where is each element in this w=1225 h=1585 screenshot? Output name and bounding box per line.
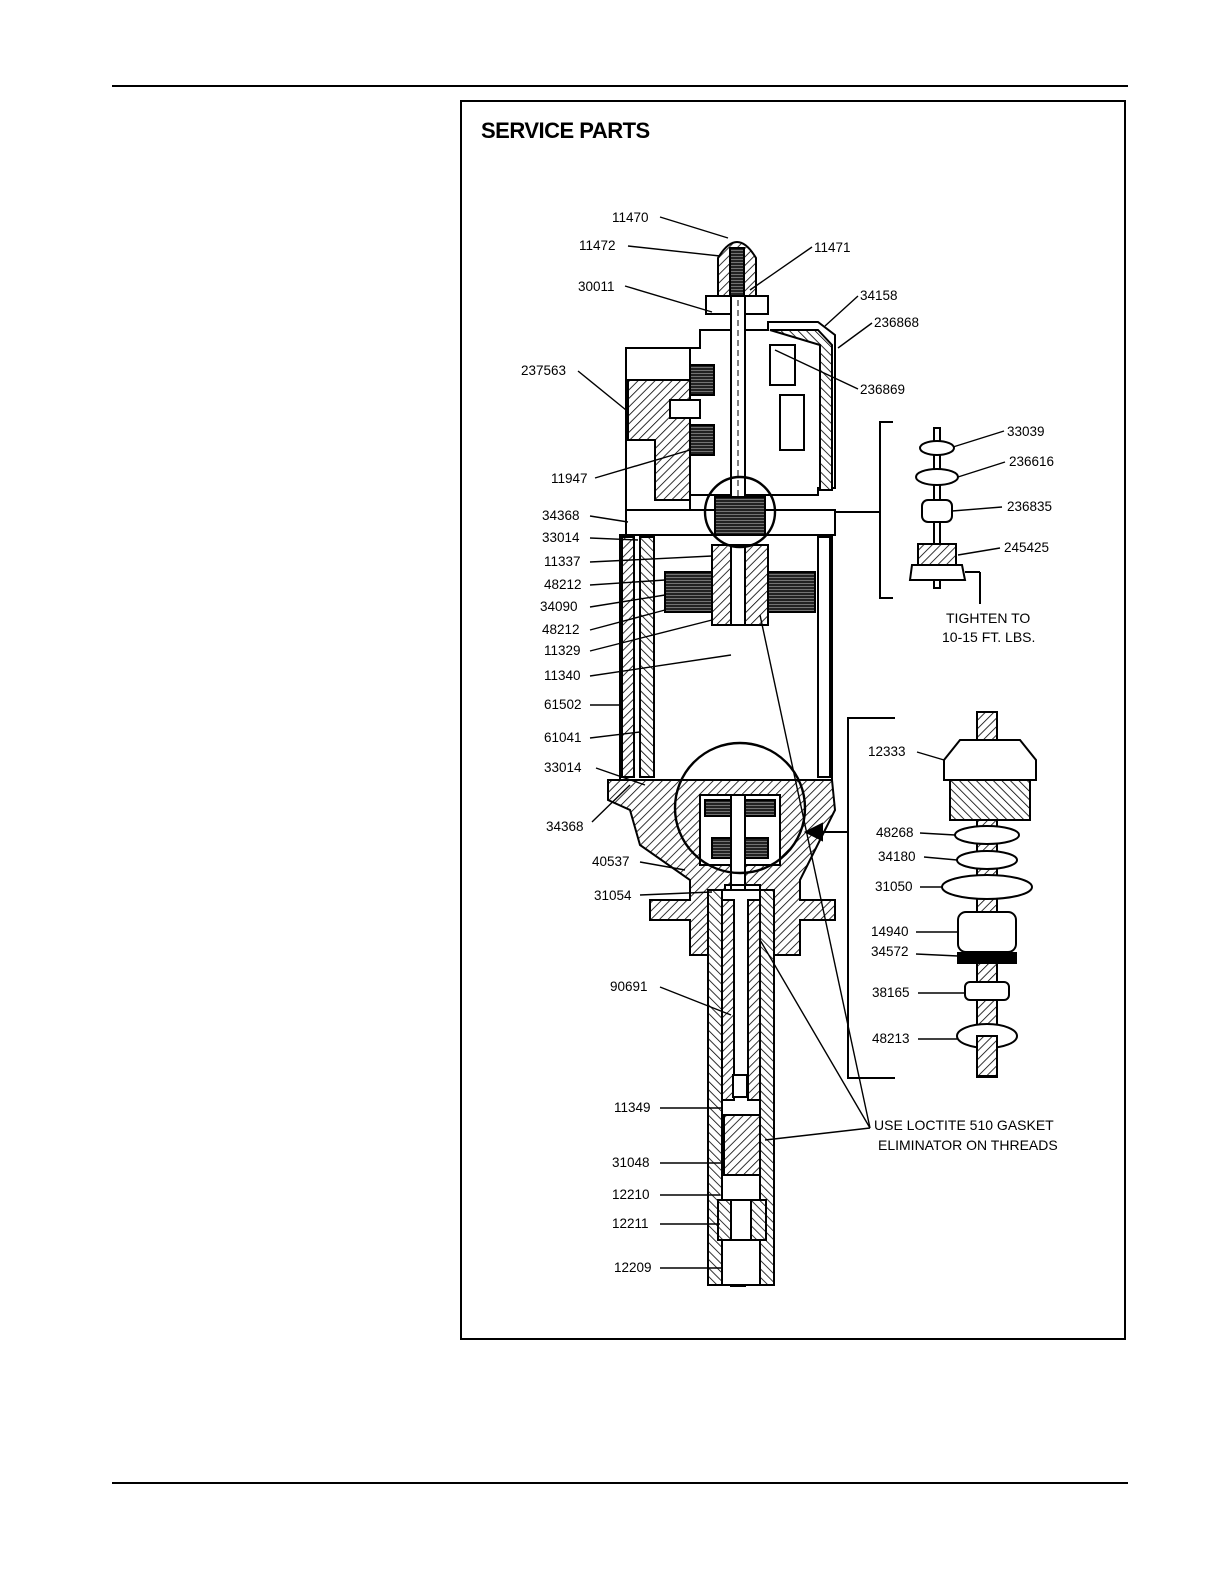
top-rule [112,85,1128,87]
label-236835: 236835 [1007,499,1052,514]
label-11340: 11340 [544,668,581,683]
label-33039: 33039 [1007,424,1045,439]
label-11329: 11329 [544,643,581,658]
label-34180: 34180 [878,849,916,864]
label-61502: 61502 [544,697,582,712]
label-236869: 236869 [860,382,905,397]
label-11349: 11349 [614,1100,651,1115]
label-34572: 34572 [871,944,909,959]
label-12209: 12209 [614,1260,652,1275]
label-31054: 31054 [594,888,632,903]
label-30011: 30011 [578,279,615,294]
label-11470: 11470 [612,210,649,225]
label-245425: 245425 [1004,540,1049,555]
label-34158: 34158 [860,288,898,303]
label-34368-lower: 34368 [546,819,584,834]
label-90691: 90691 [610,979,648,994]
label-11337: 11337 [544,554,581,569]
note-loctite-line2: ELIMINATOR ON THREADS [878,1137,1058,1153]
label-48268: 48268 [876,825,914,840]
section-title: SERVICE PARTS [481,118,650,143]
label-12333: 12333 [868,744,906,759]
label-33014-upper: 33014 [542,530,580,545]
pump-assembly [607,241,837,1287]
label-34368-upper: 34368 [542,508,580,523]
part-labels: 11470 11472 11471 30011 34158 236868 237… [521,210,1054,1275]
label-48212-upper: 48212 [544,577,582,592]
label-48213: 48213 [872,1031,910,1046]
upper-detail-exploded [835,421,981,604]
label-12210: 12210 [612,1187,650,1202]
leader-lines [577,216,1006,1269]
note-tighten-line1: TIGHTEN TO [946,610,1030,626]
label-14940: 14940 [871,924,909,939]
service-parts-frame [460,100,1126,1340]
label-61041: 61041 [544,730,582,745]
label-31050: 31050 [875,879,913,894]
label-38165: 38165 [872,985,910,1000]
label-12211: 12211 [612,1216,649,1231]
note-loctite-line1: USE LOCTITE 510 GASKET [874,1117,1054,1133]
label-31048: 31048 [612,1155,650,1170]
label-236868: 236868 [874,315,919,330]
label-34090: 34090 [540,599,578,614]
bottom-rule [112,1482,1128,1484]
note-tighten-line2: 10-15 FT. LBS. [942,629,1035,645]
label-11947: 11947 [551,471,588,486]
label-237563: 237563 [521,363,566,378]
lower-detail-exploded [803,711,1037,1079]
label-11471: 11471 [814,240,851,255]
label-40537: 40537 [592,854,630,869]
label-48212-lower: 48212 [542,622,580,637]
label-11472: 11472 [579,238,616,253]
notes: TIGHTEN TO 10-15 FT. LBS. USE LOCTITE 51… [874,610,1058,1153]
label-236616: 236616 [1009,454,1054,469]
label-33014-lower: 33014 [544,760,582,775]
